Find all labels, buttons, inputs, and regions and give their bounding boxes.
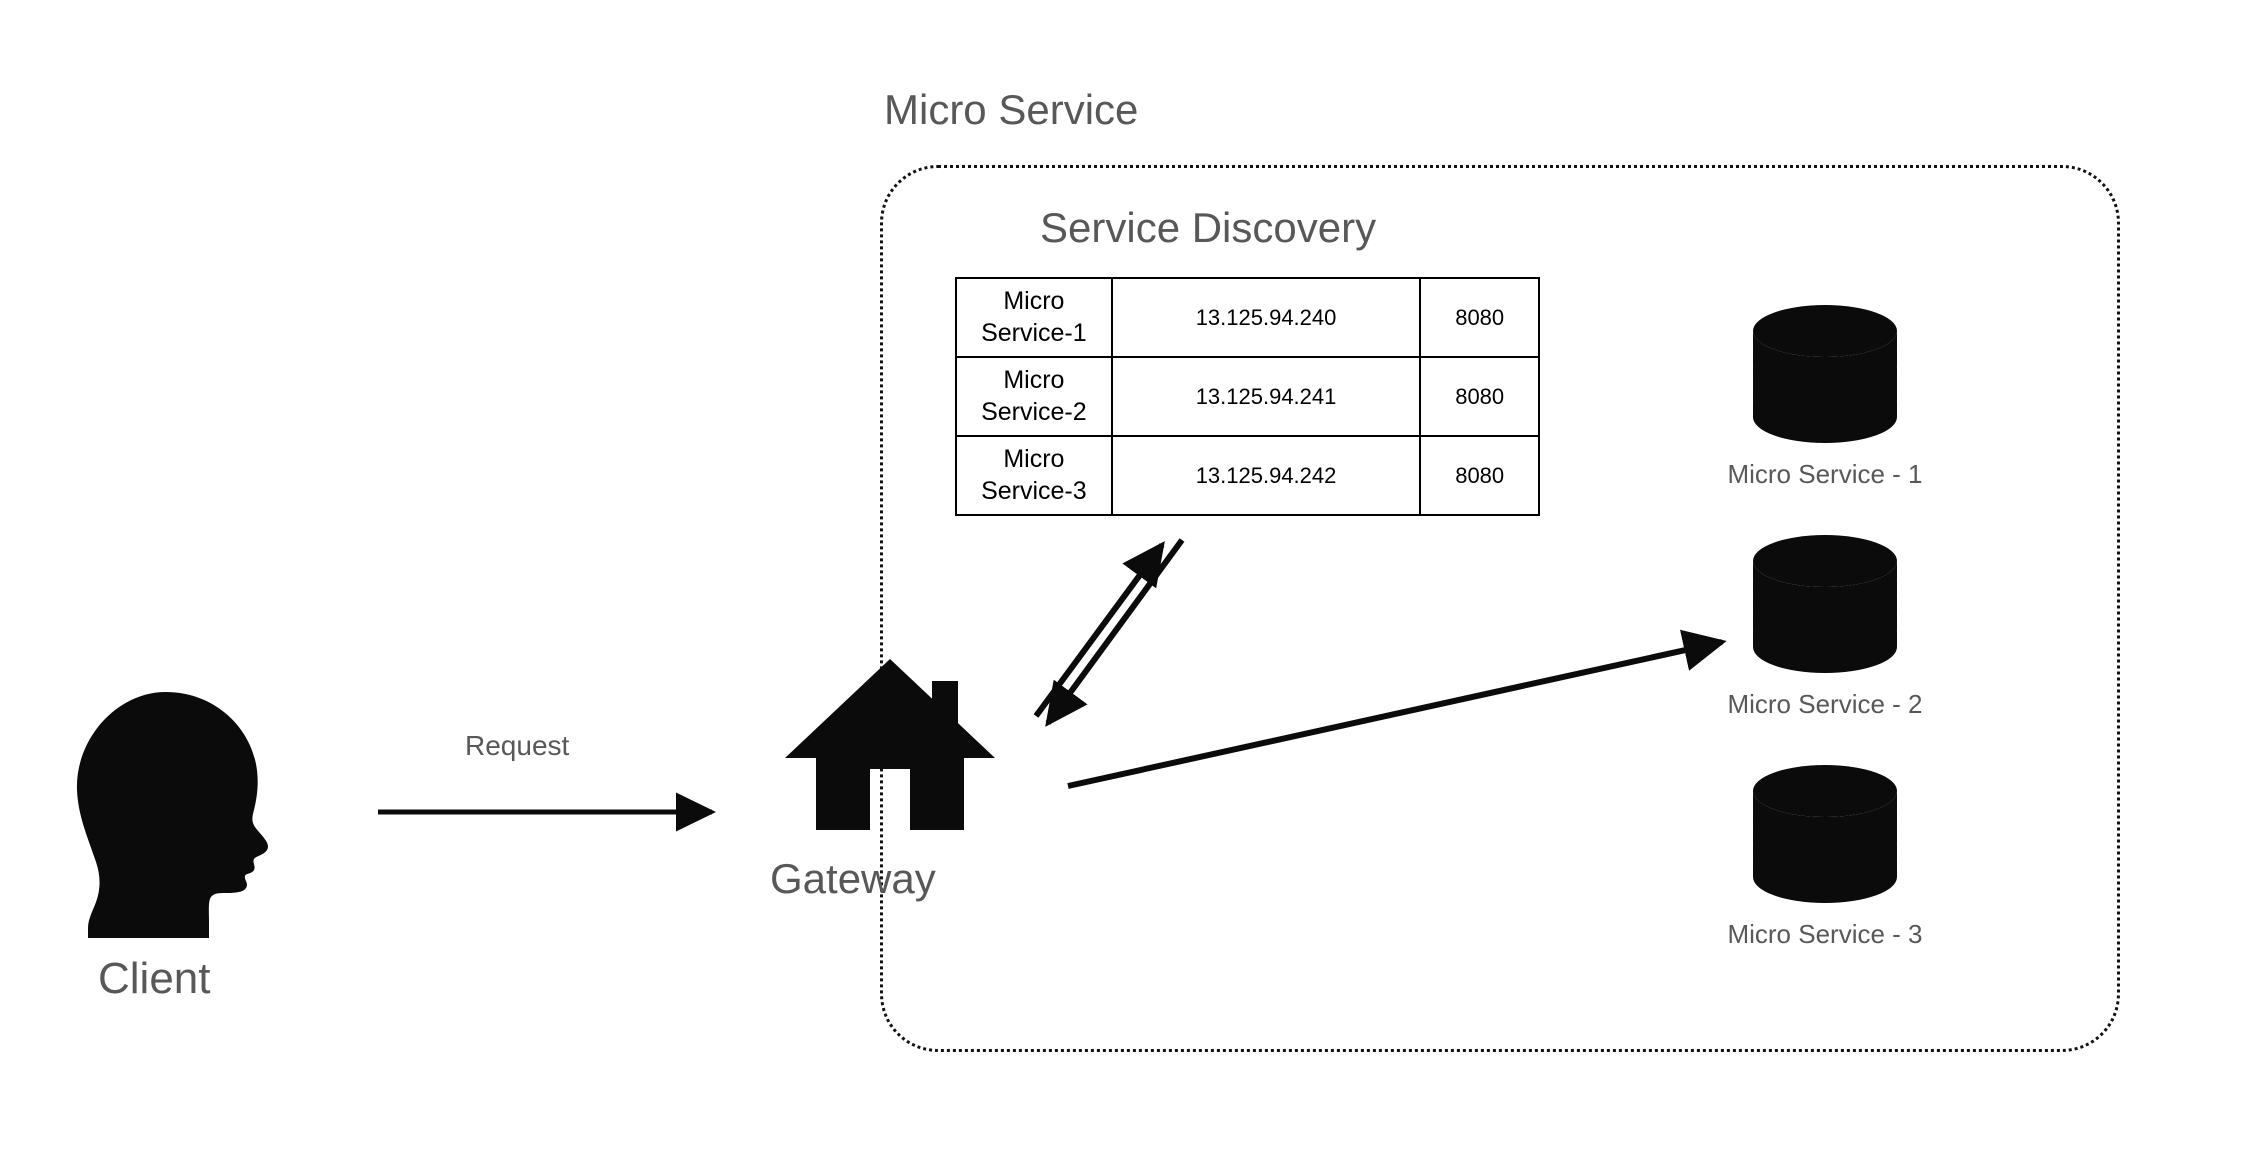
microservice-node-3: Micro Service - 3 (1695, 765, 1955, 950)
service-name-cell: Micro Service-2 (955, 356, 1113, 437)
table-row: Micro Service-1 13.125.94.240 8080 (955, 277, 1540, 358)
service-port-cell: 8080 (1419, 277, 1540, 358)
gateway-node: Gateway (770, 645, 1030, 903)
service-name-line2: Service-3 (981, 476, 1087, 505)
service-discovery-title: Service Discovery (1040, 204, 1377, 251)
microservice-node-1: Micro Service - 1 (1695, 305, 1955, 490)
service-name-cell: Micro Service-3 (955, 435, 1113, 516)
database-stack-icon (1753, 535, 1897, 673)
service-name-line1: Micro (1003, 287, 1065, 316)
service-ip-cell: 13.125.94.241 (1110, 356, 1422, 437)
database-stack-icon (1753, 305, 1897, 443)
microservice-node-2: Micro Service - 2 (1695, 535, 1955, 720)
house-icon (785, 659, 995, 830)
head-silhouette-icon (76, 692, 269, 938)
request-arrow-label: Request (465, 730, 570, 761)
service-ip-cell: 13.125.94.240 (1110, 277, 1422, 358)
client-label: Client (98, 954, 211, 1003)
service-name-line2: Service-1 (981, 318, 1087, 347)
micro-service-title: Micro Service (884, 86, 1139, 133)
service-name-cell: Micro Service-1 (955, 277, 1113, 358)
service-name-line1: Micro (1003, 445, 1065, 474)
table-row: Micro Service-2 13.125.94.241 8080 (955, 356, 1540, 437)
service-discovery-table: Micro Service-1 13.125.94.240 8080 Micro… (955, 277, 1540, 516)
gateway-label: Gateway (770, 855, 936, 902)
service-name-line1: Micro (1003, 366, 1065, 395)
service-ip-cell: 13.125.94.242 (1110, 435, 1422, 516)
client-node: Client (70, 690, 330, 1004)
service-port-cell: 8080 (1419, 356, 1540, 437)
service-port-cell: 8080 (1419, 435, 1540, 516)
service-name-line2: Service-2 (981, 397, 1087, 426)
database-stack-icon (1753, 765, 1897, 903)
microservice-label-2: Micro Service - 2 (1727, 689, 1923, 719)
table-row: Micro Service-3 13.125.94.242 8080 (955, 435, 1540, 516)
microservice-label-1: Micro Service - 1 (1727, 459, 1923, 489)
microservice-label-3: Micro Service - 3 (1727, 919, 1923, 949)
micro-service-boundary (880, 165, 2120, 1052)
